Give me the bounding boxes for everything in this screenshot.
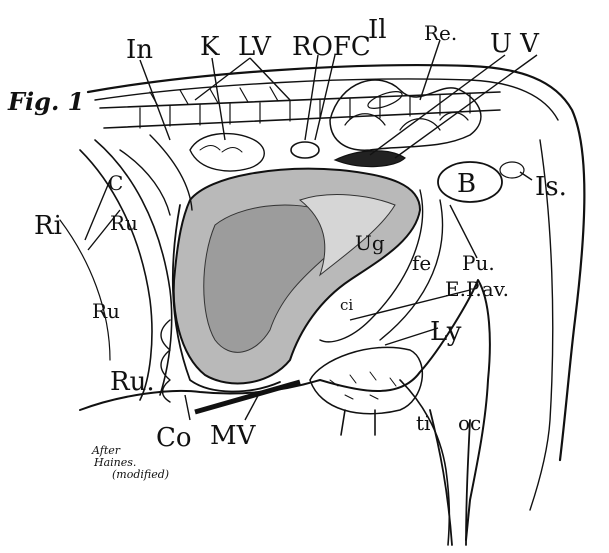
figure-label: Fig. 1	[7, 87, 84, 116]
milk-vein	[195, 382, 300, 412]
label-rofc: ROFC	[292, 32, 371, 62]
label-ly: Ly	[430, 317, 462, 347]
label-lv: LV	[238, 32, 272, 62]
label-ru-upper: Ru	[110, 211, 138, 235]
label-ri: Ri	[34, 211, 62, 241]
label-ci: ci	[340, 296, 353, 314]
label-b: B	[457, 169, 476, 199]
label-ru-lower: Ru.	[110, 367, 155, 397]
label-is: Is.	[535, 172, 567, 202]
label-oc: oc	[458, 411, 481, 435]
label-re: Re.	[424, 21, 457, 45]
uterus	[173, 169, 420, 392]
label-c: C	[108, 171, 123, 195]
label-k: K	[200, 32, 220, 62]
label-fe: fe	[412, 251, 431, 275]
label-il: Il	[368, 15, 387, 45]
label-co: Co	[156, 423, 192, 453]
intestine-coils	[330, 80, 481, 150]
label-mv: MV	[210, 421, 257, 451]
label-ti: ti	[416, 411, 430, 435]
credit-modified: (modified)	[112, 468, 169, 481]
label-ug: Ug	[355, 231, 385, 255]
rumen-region	[60, 135, 192, 400]
kidney	[190, 134, 264, 171]
label-uv: U V	[490, 29, 540, 59]
vagina-region	[335, 151, 405, 167]
label-pu: Pu.	[462, 251, 495, 275]
label-in: In	[126, 35, 153, 65]
ischium-section	[500, 162, 524, 178]
ovary	[291, 142, 319, 158]
label-ru-middle: Ru	[92, 299, 120, 323]
vertebral-column	[100, 87, 500, 128]
label-epav: E.P.av.	[445, 277, 509, 301]
